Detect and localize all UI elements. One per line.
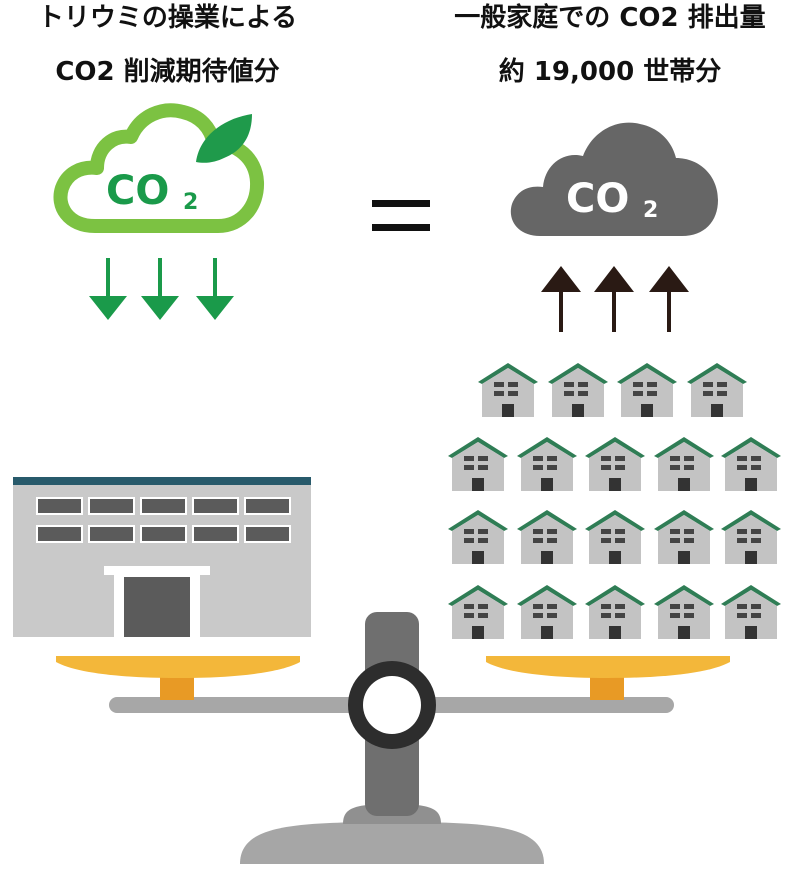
house-icon bbox=[721, 585, 781, 639]
dark-up-arrows bbox=[541, 266, 689, 332]
leaf-icon bbox=[196, 114, 252, 163]
equals-sign bbox=[372, 200, 430, 231]
down-arrow-icon bbox=[141, 258, 179, 320]
house-icon bbox=[517, 510, 577, 564]
house-icon bbox=[448, 585, 508, 639]
right-cloud-co-label: CO bbox=[566, 176, 629, 222]
up-arrow-icon bbox=[649, 266, 689, 332]
house-icon bbox=[517, 437, 577, 491]
right-title-line1: 一般家庭での CO2 排出量 bbox=[454, 3, 766, 33]
house-icon bbox=[617, 363, 677, 417]
house-icon bbox=[548, 363, 608, 417]
left-cloud-sub-label: 2 bbox=[183, 190, 198, 215]
house-icon bbox=[721, 437, 781, 491]
down-arrow-icon bbox=[89, 258, 127, 320]
households-group bbox=[448, 363, 781, 639]
house-icon bbox=[585, 437, 645, 491]
up-arrow-icon bbox=[541, 266, 581, 332]
balance-scale bbox=[56, 612, 730, 864]
up-arrow-icon bbox=[594, 266, 634, 332]
green-down-arrows bbox=[89, 258, 234, 320]
house-icon bbox=[478, 363, 538, 417]
house-icon bbox=[721, 510, 781, 564]
right-title-line2: 約 19,000 世帯分 bbox=[498, 57, 722, 87]
house-icon bbox=[654, 585, 714, 639]
house-icon bbox=[585, 585, 645, 639]
left-cloud-co-label: CO bbox=[106, 168, 169, 214]
right-co2-cloud: CO 2 bbox=[510, 122, 718, 236]
left-title-line1: トリウミの操業による bbox=[37, 3, 298, 33]
down-arrow-icon bbox=[196, 258, 234, 320]
house-icon bbox=[448, 510, 508, 564]
house-icon bbox=[687, 363, 747, 417]
left-co2-cloud: CO 2 bbox=[53, 103, 264, 233]
right-cloud-sub-label: 2 bbox=[643, 198, 658, 223]
house-icon bbox=[585, 510, 645, 564]
house-icon bbox=[654, 437, 714, 491]
house-icon bbox=[654, 510, 714, 564]
left-title-line2: CO2 削減期待値分 bbox=[55, 57, 280, 87]
factory-icon bbox=[13, 477, 311, 637]
house-icon bbox=[448, 437, 508, 491]
house-icon bbox=[517, 585, 577, 639]
